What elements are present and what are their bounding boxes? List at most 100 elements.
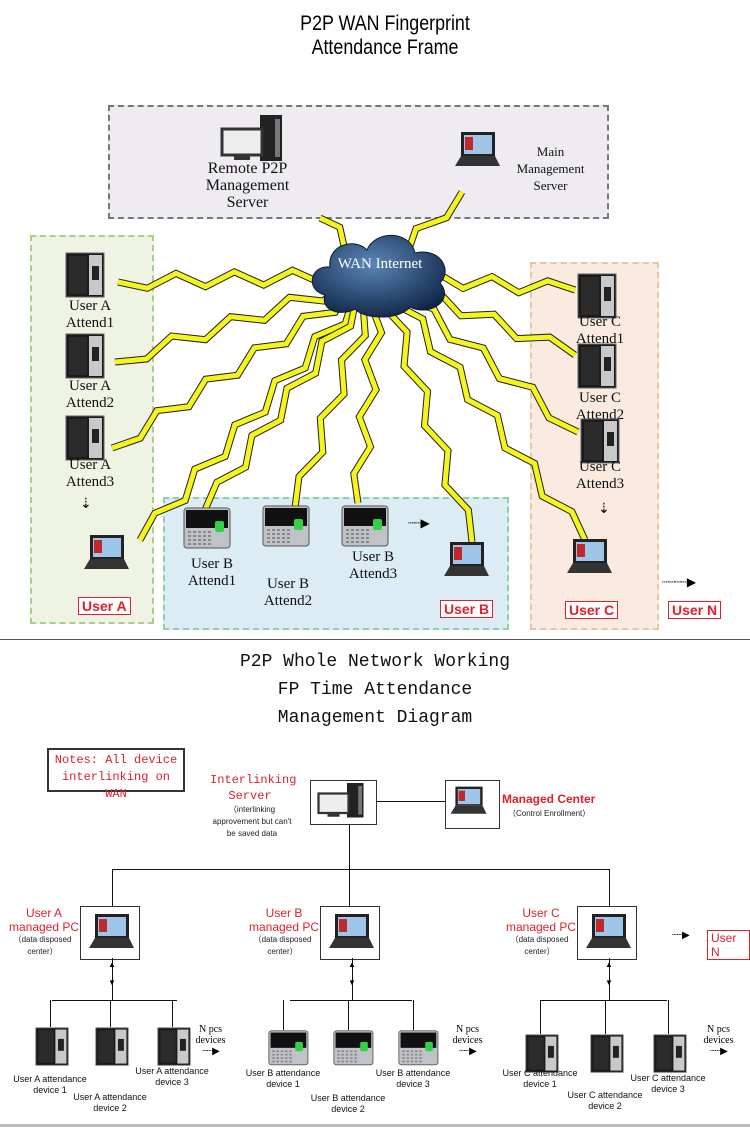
user-a-attend3-label: User A Attend3 bbox=[65, 457, 115, 490]
bidirectional-arrow-icon: ▲ bbox=[348, 960, 356, 969]
managed-center-laptop-icon bbox=[449, 785, 487, 821]
link-line bbox=[110, 1000, 111, 1027]
remote-server-pc-icon bbox=[220, 115, 295, 168]
lightning-user-b-laptop bbox=[377, 274, 475, 543]
link-line bbox=[50, 1000, 51, 1027]
interlinking-server-box bbox=[310, 780, 377, 825]
user-a-attend2-device-icon bbox=[65, 333, 105, 384]
link-line bbox=[668, 1000, 669, 1034]
user-c-laptop-icon bbox=[565, 537, 613, 582]
link-line bbox=[283, 1000, 284, 1030]
user-c-attendance-device-2-icon bbox=[590, 1034, 624, 1077]
user-c-attendance-device-3-icon bbox=[653, 1034, 687, 1077]
link-line bbox=[112, 958, 113, 1000]
user-c-attend3-device-icon bbox=[580, 418, 620, 469]
more-devices-arrow-icon: ┈┈▶ bbox=[459, 1046, 477, 1057]
more-devices-arrow-icon: ┈┈▶ bbox=[710, 1046, 728, 1057]
user-b-attend2-label: User B Attend2 bbox=[263, 576, 313, 609]
top-title: P2P WAN Fingerprint Attendance Frame bbox=[58, 12, 713, 60]
link-line bbox=[349, 825, 350, 870]
user-a-attendance-device-1-label: User A attendance device 1 bbox=[13, 1074, 87, 1095]
n-pcs-devices-label: N pcs devices┈┈▶ bbox=[445, 1024, 490, 1057]
more-devices-arrow-icon: ⇣ bbox=[80, 495, 92, 511]
remote-server-label: Remote P2P Management Server bbox=[205, 160, 290, 211]
user-a-attendance-device-2-icon bbox=[95, 1027, 129, 1070]
bidirectional-arrow-icon: ▲ bbox=[108, 960, 116, 969]
bottom-title-line3: Management Diagram bbox=[277, 708, 473, 728]
user-a-attendance-device-2-label: User A attendance device 2 bbox=[73, 1092, 147, 1113]
lightning-user-b-attend1 bbox=[202, 273, 382, 511]
user-b-managed-pc-note: （data disposed center） bbox=[253, 935, 312, 956]
bidirectional-arrow-icon: ▼ bbox=[605, 978, 613, 987]
link-line bbox=[172, 1000, 173, 1027]
bottom-title: P2P Whole Network Working FP Time Attend… bbox=[0, 648, 750, 732]
more-devices-arrow-icon: ┈┈▶ bbox=[202, 1046, 220, 1057]
user-b-laptop-icon bbox=[442, 540, 490, 585]
link-line bbox=[112, 869, 113, 906]
user-b-managed-pc-label: User B managed PC bbox=[248, 906, 320, 934]
user-b-attendance-device-2-label: User B attendance device 2 bbox=[310, 1093, 386, 1114]
lightning-user-c-laptop bbox=[377, 273, 588, 542]
server-zone bbox=[108, 105, 609, 219]
user-a-managed-pc-note: （data disposed center） bbox=[13, 935, 72, 956]
user-b-attend3-device-icon bbox=[341, 505, 389, 552]
bottom-border bbox=[0, 1124, 750, 1127]
user-b-managed-pc-box bbox=[320, 906, 380, 960]
link-line bbox=[112, 869, 610, 870]
section-divider bbox=[0, 639, 750, 640]
link-line bbox=[348, 1000, 349, 1030]
bottom-title-line1: P2P Whole Network Working bbox=[239, 652, 511, 672]
link-line bbox=[377, 801, 445, 802]
bottom-title-line2: FP Time Attendance bbox=[277, 680, 473, 700]
user-a-attend3-device-icon bbox=[65, 415, 105, 466]
user-c-attend1-label: User C Attend1 bbox=[575, 314, 625, 347]
user-c-attendance-device-1-label: User C attendance device 1 bbox=[502, 1068, 578, 1089]
user-c-attend1-device-icon bbox=[577, 273, 617, 324]
bidirectional-arrow-icon: ▼ bbox=[108, 978, 116, 987]
cloud-label: WAN Internet bbox=[337, 256, 423, 272]
link-line bbox=[352, 958, 353, 1000]
interlinking-server-pc-icon bbox=[317, 783, 373, 823]
n-pcs-text: N pcs devices bbox=[452, 1024, 483, 1046]
user-b-attendance-device-2-icon bbox=[333, 1030, 374, 1070]
lightning-user-a-laptop bbox=[137, 272, 382, 542]
user-b-attend2-device-icon bbox=[262, 505, 310, 552]
managed-center-label: Managed Center bbox=[502, 792, 596, 806]
managed-center-note: （Control Enrollment） bbox=[508, 809, 591, 818]
user-c-attendance-device-2-label: User C attendance device 2 bbox=[567, 1090, 643, 1111]
link-line bbox=[609, 958, 610, 1000]
user-c-managed-pc-note: （data disposed center） bbox=[510, 935, 569, 956]
user-b-attendance-device-1-label: User B attendance device 1 bbox=[245, 1068, 321, 1089]
n-pcs-text: N pcs devices bbox=[195, 1024, 226, 1046]
main-server-laptop-icon bbox=[453, 130, 501, 175]
user-a-attendance-device-3-icon bbox=[157, 1027, 191, 1070]
link-line bbox=[540, 1000, 541, 1034]
n-pcs-devices-label: N pcs devices┈┈▶ bbox=[696, 1024, 741, 1057]
user-c-attend2-device-icon bbox=[577, 343, 617, 394]
user-a-attendance-device-1-icon bbox=[35, 1027, 69, 1070]
more-devices-arrow-icon: ┈┈▶ bbox=[408, 516, 430, 530]
device-bus-line bbox=[540, 1000, 667, 1001]
user-c-attend3-label: User C Attend3 bbox=[575, 459, 625, 492]
top-title-line2: Attendance Frame bbox=[311, 36, 459, 59]
user-c-managed-pc-label: User C managed PC bbox=[505, 906, 577, 934]
top-title-line1: P2P WAN Fingerprint bbox=[300, 12, 470, 35]
user-c-attendance-device-3-label: User C attendance device 3 bbox=[630, 1073, 706, 1094]
link-line bbox=[413, 1000, 414, 1030]
interlinking-server-label: Interlinking Server bbox=[210, 773, 297, 803]
user-b-label: User B bbox=[440, 600, 494, 618]
link-line bbox=[605, 1000, 606, 1034]
user-a-label: User A bbox=[78, 597, 131, 615]
notes-box: Notes: All device interlinking on WAN bbox=[47, 748, 185, 801]
user-b-attendance-device-1-icon bbox=[268, 1030, 309, 1070]
user-c-label: User C bbox=[565, 601, 619, 619]
user-c-managed-pc-laptop-icon bbox=[584, 912, 632, 957]
user-b-attend1-device-icon bbox=[183, 507, 231, 554]
user-n-label-bottom: User N bbox=[707, 930, 750, 960]
user-a-attend1-device-icon bbox=[65, 252, 105, 303]
bidirectional-arrow-icon: ▲ bbox=[605, 960, 613, 969]
user-a-attendance-device-3-label: User A attendance device 3 bbox=[135, 1066, 209, 1087]
bidirectional-arrow-icon: ▼ bbox=[348, 978, 356, 987]
user-n-label: User N bbox=[668, 601, 722, 619]
